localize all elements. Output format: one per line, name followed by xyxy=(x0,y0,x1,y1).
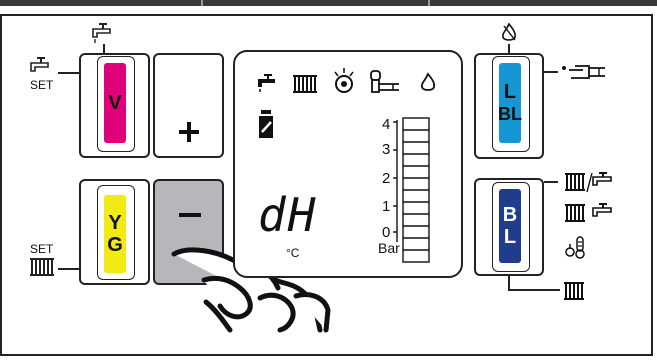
radiator-icon-bottom xyxy=(564,281,586,306)
radiator-tap-icon xyxy=(565,172,615,199)
scale-label-0: 0 xyxy=(382,224,390,241)
button-bl[interactable]: B L xyxy=(474,178,544,276)
top-bar xyxy=(0,0,657,6)
button-lbl-label-l: L xyxy=(504,81,516,103)
button-lbl-label-bl: BL xyxy=(498,103,522,125)
button-lbl[interactable]: L BL xyxy=(474,53,544,159)
lcd-code-display: dH xyxy=(258,188,317,242)
button-yg-window: Y G xyxy=(97,185,135,280)
pill-bl: B L xyxy=(499,189,521,263)
scale-label-2: 2 xyxy=(382,170,390,187)
reset-hand-icon xyxy=(561,62,607,87)
button-yg-label-g: G xyxy=(107,234,123,256)
set-label-top: SET xyxy=(30,78,53,92)
lcd-flame-icon xyxy=(420,73,436,98)
lcd-radiator-icon xyxy=(293,75,317,98)
set-label-bottom: SET xyxy=(30,242,53,256)
button-yg-label-y: Y xyxy=(108,212,121,234)
button-bl-window: B L xyxy=(492,182,530,272)
pill-v: V xyxy=(104,63,126,143)
button-v-window: V xyxy=(97,56,135,152)
pill-lbl: L BL xyxy=(499,63,521,143)
scale-label-3: 3 xyxy=(382,141,390,158)
minus-icon xyxy=(179,205,201,223)
button-bl-label-b: B xyxy=(503,204,517,226)
radiator-set-icon xyxy=(30,258,54,281)
lcd-burner-icon xyxy=(332,68,356,99)
lcd-temperature-unit: °C xyxy=(286,246,299,260)
plus-icon xyxy=(178,121,200,148)
button-v-label: V xyxy=(108,92,121,114)
button-v[interactable]: V xyxy=(79,53,150,158)
lcd-bottle-icon xyxy=(255,110,277,145)
scale-label-1: 1 xyxy=(382,198,390,215)
button-lbl-window: L BL xyxy=(492,56,530,152)
button-bl-label-l: L xyxy=(504,226,516,248)
pressure-bar-gauge xyxy=(393,118,433,269)
thermometer-icon xyxy=(565,235,587,264)
button-yg[interactable]: Y G xyxy=(79,179,150,285)
pill-yg: Y G xyxy=(104,195,126,273)
plus-button[interactable] xyxy=(153,53,224,158)
lcd-chimney-icon xyxy=(369,70,401,99)
radiator-and-tap-icon xyxy=(565,203,615,230)
lcd-tap-icon xyxy=(256,73,280,98)
scale-label-4: 4 xyxy=(382,116,390,133)
